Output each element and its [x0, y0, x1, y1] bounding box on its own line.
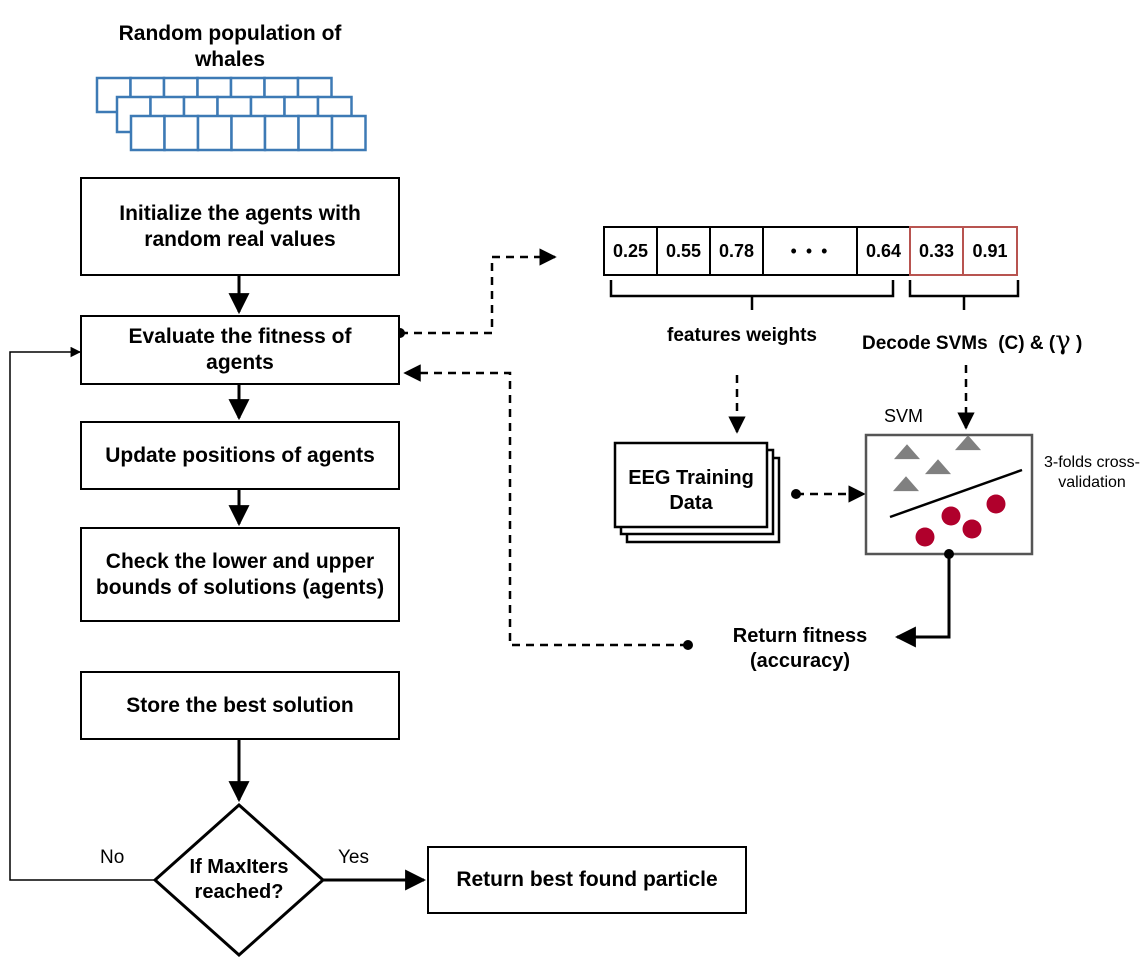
svm-triangle-point	[894, 444, 920, 460]
flow-arrows	[228, 276, 427, 891]
svm-circle-point	[941, 506, 961, 526]
svm-circle-point	[962, 519, 982, 539]
whale-cell	[95, 76, 132, 114]
svm-triangle-point	[955, 435, 981, 451]
return-best-box: Return best found particle	[427, 846, 747, 914]
update-text: Update positions of agents	[105, 443, 375, 467]
features-weights-label: features weights	[667, 325, 817, 346]
eeg-label: EEG Training Data	[628, 467, 754, 514]
whale-cell	[263, 114, 300, 152]
whale-cell	[129, 114, 166, 152]
svm-params-brace	[908, 280, 1020, 298]
store-best-text: Store the best solution	[126, 693, 354, 717]
features-brace	[609, 280, 895, 298]
arrow-svm-to-fitness	[894, 554, 951, 648]
whale-cell	[297, 114, 334, 152]
check-bounds-text: Check the lower and upper bounds of solu…	[95, 549, 385, 599]
whale-cell	[330, 114, 367, 152]
initialize-text: Initialize the agents with random real v…	[119, 201, 361, 251]
decision-text: If MaxIters reached?	[189, 856, 289, 903]
whale-cell	[196, 114, 233, 152]
svm-circle-point	[915, 527, 935, 547]
store-best-box: Store the best solution	[80, 671, 400, 740]
vector-cell: 0.25	[603, 226, 658, 276]
check-bounds-box: Check the lower and upper bounds of solu…	[80, 527, 400, 622]
yes-label: Yes	[338, 847, 369, 868]
decision-diamond	[152, 802, 326, 958]
svm-triangle-point	[925, 459, 951, 475]
svm-hyperplane	[889, 468, 1023, 519]
svm-points	[893, 435, 1006, 547]
whale-cell	[163, 114, 200, 152]
svm-triangle-point	[893, 476, 919, 492]
vector-ellipsis-cell: • • •	[762, 226, 858, 276]
svm-circle-point	[986, 494, 1006, 514]
evaluate-box: Evaluate the fitness of agents	[80, 315, 400, 385]
population-title: Random population of whales	[118, 22, 342, 71]
svm-param-cell: 0.91	[962, 226, 1018, 276]
cross-validation-label: 3-folds cross-validation	[1043, 454, 1141, 491]
evaluate-text: Evaluate the fitness of agents	[128, 325, 352, 374]
arrow-evaluate-to-vector	[400, 248, 557, 335]
vector-cell: 0.78	[709, 226, 764, 276]
whale-population-grid	[95, 76, 367, 152]
return-best-text: Return best found particle	[456, 868, 718, 891]
vector-cell: 0.55	[656, 226, 711, 276]
decode-svm-label: Decode SVMs (C) & (γ )	[862, 326, 1083, 356]
whale-cell	[230, 114, 267, 152]
svm-param-cell: 0.33	[909, 226, 964, 276]
vector-cell: 0.64	[856, 226, 911, 276]
arrow-fitness-to-evaluate	[403, 364, 688, 647]
svm-box	[864, 433, 1034, 556]
initialize-box: Initialize the agents with random real v…	[80, 177, 400, 276]
no-label: No	[100, 847, 125, 868]
update-box: Update positions of agents	[80, 421, 400, 490]
arrow-no-loop	[9, 346, 156, 881]
gamma-symbol: γ	[1055, 326, 1071, 356]
return-fitness-label: Return fitness (accuracy)	[732, 625, 868, 672]
eeg-stack	[613, 441, 781, 544]
svm-title: SVM	[884, 406, 924, 426]
